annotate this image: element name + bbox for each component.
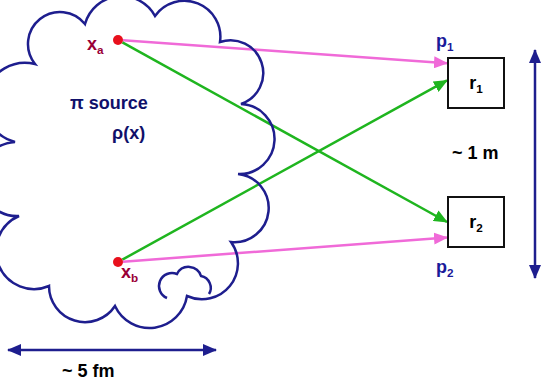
point-label: xb [121,261,138,283]
cloud-outline [0,0,275,328]
detector-box: r1 [447,57,505,109]
emission-point: xb [113,257,123,267]
subscript-text: a [97,43,104,56]
symbol-text: p [436,257,447,277]
symbol-text: r [469,212,476,232]
source-cloud: π sourceρ(x)xaxb [5,2,250,314]
dimension-label: ~ 1 m [452,142,499,164]
density-label: ρ(x) [112,122,145,144]
symbol-text: p [436,31,447,51]
emission-point: xa [113,35,123,45]
detector-box: r2 [447,196,505,248]
symbol-text: r [469,73,476,93]
symbol-text: x [121,262,131,282]
cloud-blob [159,267,211,298]
symbol-text: x [87,34,97,54]
size-arrow [8,349,216,352]
particle-track [122,80,447,259]
source-label: π source [70,92,148,114]
momentum-label: p2 [436,256,454,278]
detector-label: r2 [469,211,483,233]
distance-arrow [534,50,537,278]
dimension-label: ~ 5 fm [62,360,115,382]
subscript-text: 1 [476,82,483,95]
detector-label: r1 [469,72,483,94]
subscript-text: b [131,271,138,284]
subscript-text: 2 [476,221,483,234]
point-label: xa [87,33,104,55]
subscript-text: 2 [447,266,454,279]
particle-track [122,42,447,222]
particle-track [123,40,447,63]
subscript-text: 1 [447,40,454,53]
particle-track [123,238,447,262]
momentum-label: p1 [436,30,454,52]
